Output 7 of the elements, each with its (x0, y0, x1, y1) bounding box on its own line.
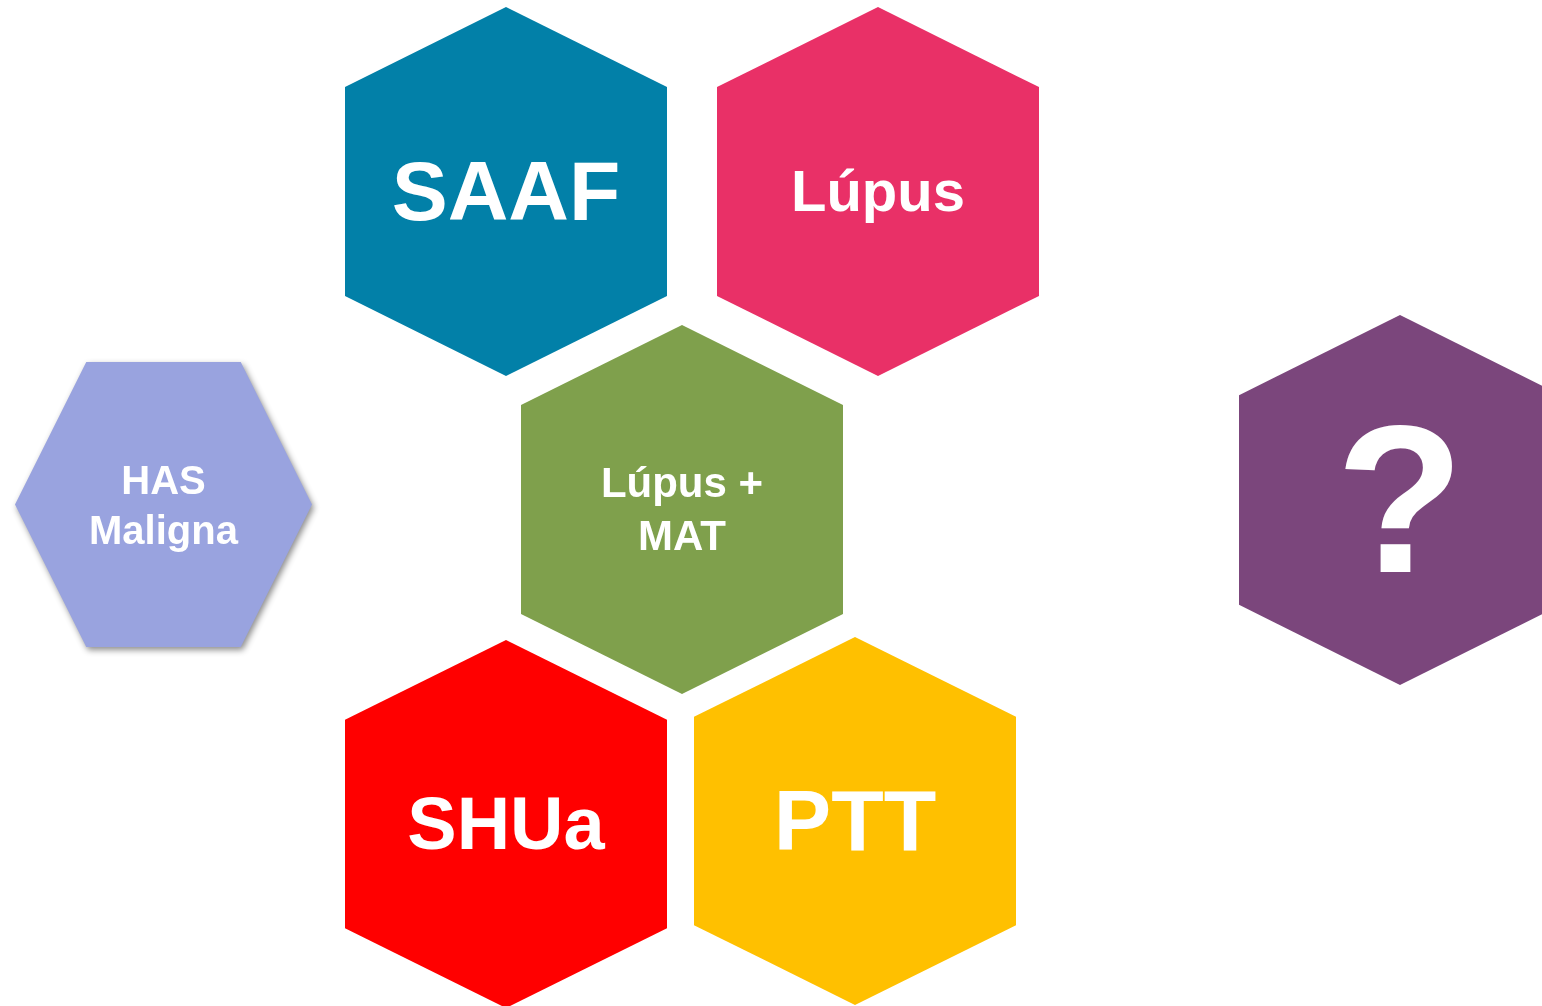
node-label: Lúpus (791, 157, 965, 226)
node-label: SHUa (407, 780, 605, 867)
node-label: SAAF (391, 143, 621, 240)
node-label: ? (1335, 380, 1465, 619)
node-label: Lúpus + MAT (599, 458, 765, 561)
node-label: HAS Maligna (88, 456, 240, 554)
node-label: PTT (773, 771, 937, 871)
